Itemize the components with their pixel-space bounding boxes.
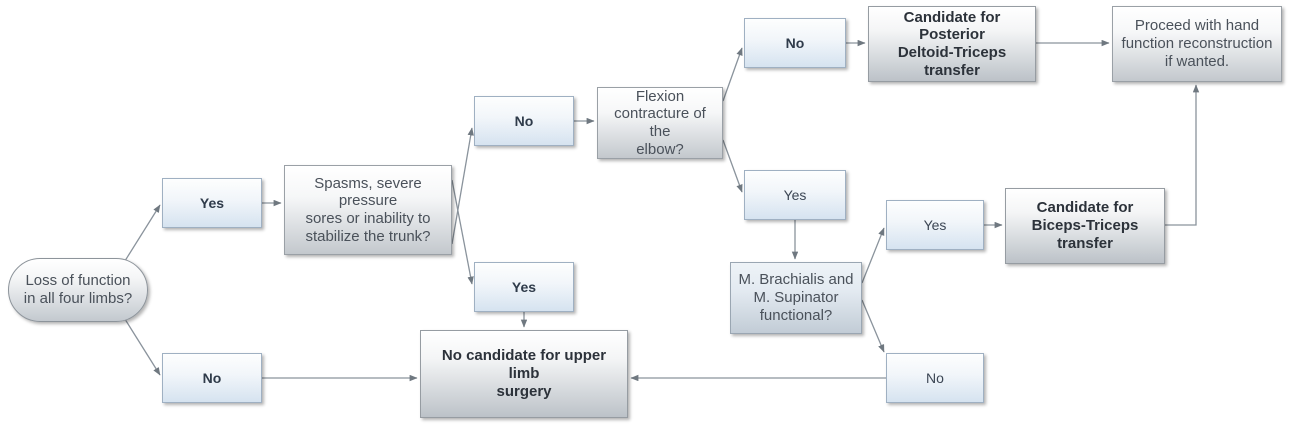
edge-brachialis-to-yes4 bbox=[861, 227, 885, 284]
edge-spasms-to-yes2 bbox=[451, 179, 474, 285]
node-yes-elbow[interactable]: Yes bbox=[744, 170, 846, 220]
node-no4-label: No bbox=[926, 369, 944, 386]
node-no-brachialis[interactable]: No bbox=[886, 353, 984, 403]
node-deltoid-triceps-transfer[interactable]: Candidate for Posterior Deltoid-Triceps … bbox=[868, 6, 1036, 82]
node-no1-label: No bbox=[202, 369, 222, 386]
node-brachialis-supinator-question[interactable]: M. Brachialis and M. Supinator functiona… bbox=[730, 262, 862, 334]
node-yes3-label: Yes bbox=[783, 186, 807, 203]
node-brachialis-label: M. Brachialis and M. Supinator functiona… bbox=[738, 271, 854, 324]
node-spasms-label: Spasms, severe pressure sores or inabili… bbox=[305, 174, 431, 245]
node-elbow-question[interactable]: Flexion contracture of the elbow? bbox=[597, 87, 723, 159]
node-deltoid-label: Candidate for Posterior Deltoid-Triceps … bbox=[897, 8, 1007, 79]
node-no-candidate-upper-limb-surgery[interactable]: No candidate for upper limb surgery bbox=[420, 330, 628, 418]
node-no-elbow[interactable]: No bbox=[744, 18, 846, 68]
edge-elbow-to-yes3 bbox=[722, 139, 743, 193]
edge-elbow-to-no3 bbox=[722, 47, 743, 102]
node-no2-label: No bbox=[514, 112, 534, 129]
node-start[interactable]: Loss of function in all four limbs? bbox=[8, 258, 148, 322]
node-yes-spasms[interactable]: Yes bbox=[474, 262, 574, 312]
node-spasms-question[interactable]: Spasms, severe pressure sores or inabili… bbox=[284, 165, 452, 255]
node-proceed-hand-reconstruction[interactable]: Proceed with hand function reconstructio… bbox=[1112, 6, 1282, 82]
edge-spasms-to-no2 bbox=[451, 127, 474, 245]
node-no-spasms[interactable]: No bbox=[474, 96, 574, 146]
node-yes2-label: Yes bbox=[511, 278, 537, 295]
node-start-label: Loss of function in all four limbs? bbox=[23, 271, 133, 307]
node-no3-label: No bbox=[785, 34, 805, 51]
node-proceed-label: Proceed with hand function reconstructio… bbox=[1121, 17, 1273, 70]
node-nocandidate-label: No candidate for upper limb surgery bbox=[441, 347, 607, 400]
node-biceps-label: Candidate for Biceps-Triceps transfer bbox=[1031, 199, 1139, 252]
edge-biceps-to-proceed bbox=[1165, 84, 1200, 226]
node-yes-four-limbs[interactable]: Yes bbox=[162, 178, 262, 228]
node-yes-brachialis[interactable]: Yes bbox=[886, 200, 984, 250]
node-no-four-limbs[interactable]: No bbox=[162, 353, 262, 403]
node-yes1-label: Yes bbox=[199, 194, 225, 211]
node-biceps-triceps-transfer[interactable]: Candidate for Biceps-Triceps transfer bbox=[1005, 188, 1165, 264]
edge-brachialis-to-no4 bbox=[861, 299, 885, 353]
node-elbow-label: Flexion contracture of the elbow? bbox=[614, 87, 706, 158]
node-yes4-label: Yes bbox=[923, 216, 947, 233]
